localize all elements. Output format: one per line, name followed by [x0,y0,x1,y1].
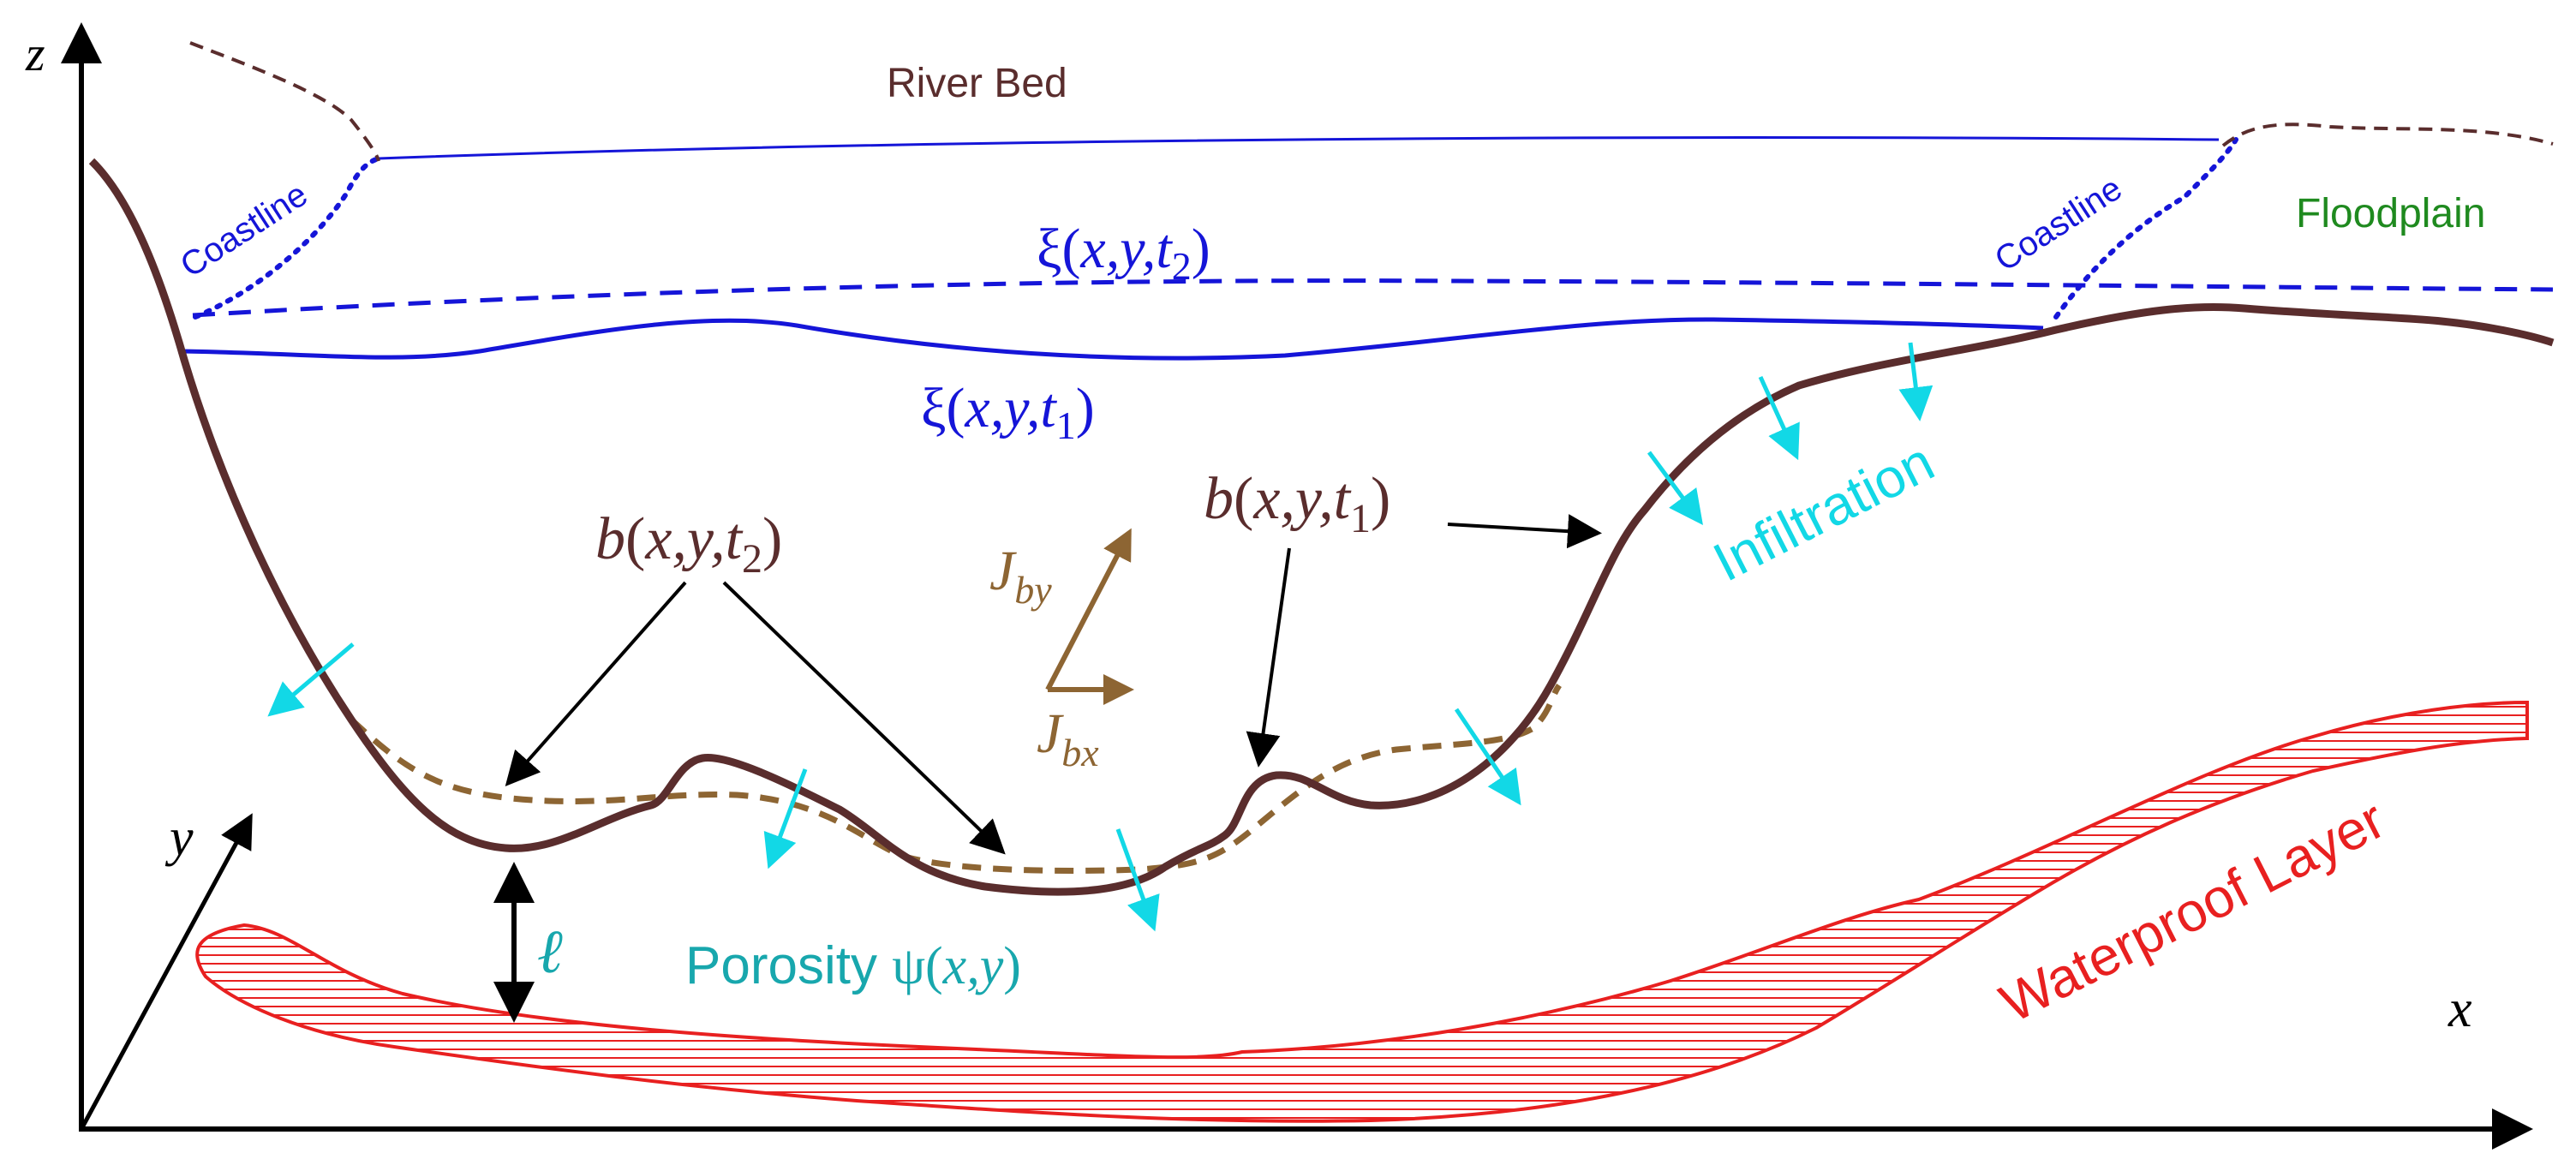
b-t1-pointer-down [1246,547,1291,768]
bed-profiles [88,158,2555,896]
flux-y-arrow [1045,528,1132,691]
y-axis-label: y [164,809,194,867]
water-surface-t2 [192,278,2554,318]
cyan-arrow-icon [267,642,355,717]
cyan-arrow-icon [1758,375,1800,461]
bed-profile-t2 [349,684,1562,874]
porosity-label: Porosity ψ(x,y) [685,936,1021,995]
porosity: Porosity ψ(x,y) [685,936,1021,995]
river-bed-boundary-left [189,41,380,162]
cyan-arrow-icon [1454,708,1521,806]
axes: z x y [25,22,2533,1150]
cyan-arrow-icon [763,768,808,869]
bed-labels: b(x,y,t2) b(x,y,t1) [505,466,1602,855]
y-axis [79,813,253,1131]
waterproof-layer-label: Waterproof Layer [1991,788,2394,1035]
ell-label: ℓ [538,917,565,986]
floodplain-label: Floodplain [2296,191,2485,236]
b-t1-label: b(x,y,t1) [1204,466,1390,541]
water-surfaces: Coastline Coastline ξ(x,y,t2) ξ(x,y,t1) [174,136,2554,447]
cyan-arrow-icon [1898,342,1933,421]
b-t2-pointer-right [722,581,1006,855]
upper-water-line [378,136,2220,160]
water-surface-t1 [177,317,2044,361]
b-t2-label: b(x,y,t2) [595,506,782,582]
j-by-label: Jby [989,540,1052,612]
layer-thickness: ℓ [493,862,565,1023]
b-t1-pointer-right [1447,514,1602,549]
river-bed-label: River Bed [887,61,1067,106]
coastline-left-line [193,156,381,320]
xi-t2-label: ξ(x,y,t2) [1037,218,1210,288]
waterproof-layer-shape [195,700,2529,1123]
infiltration-arrows: Infiltration [267,342,1944,932]
b-t2-pointer-left [505,581,687,786]
xi-t1-label: ξ(x,y,t1) [921,377,1095,447]
x-axis-label: x [2447,980,2472,1038]
z-axis-label: z [25,26,45,81]
infiltration-label: Infiltration [1704,430,1944,593]
coastline-left-label: Coastline [174,176,314,285]
cyan-arrow-icon [1115,828,1160,932]
coastline-right-line [2053,137,2238,320]
bed-flux: Jby Jbx [989,528,1134,774]
coastline-right-label: Coastline [1988,170,2129,279]
floodplain-boundary-right [2221,122,2554,147]
river-bed-banks: River Bed Floodplain [189,41,2554,236]
j-bx-label: Jbx [1037,702,1099,774]
cyan-arrow-icon [1647,451,1703,526]
waterproof-layer: Waterproof Layer [195,700,2529,1123]
bed-profile-t1 [88,158,2555,896]
